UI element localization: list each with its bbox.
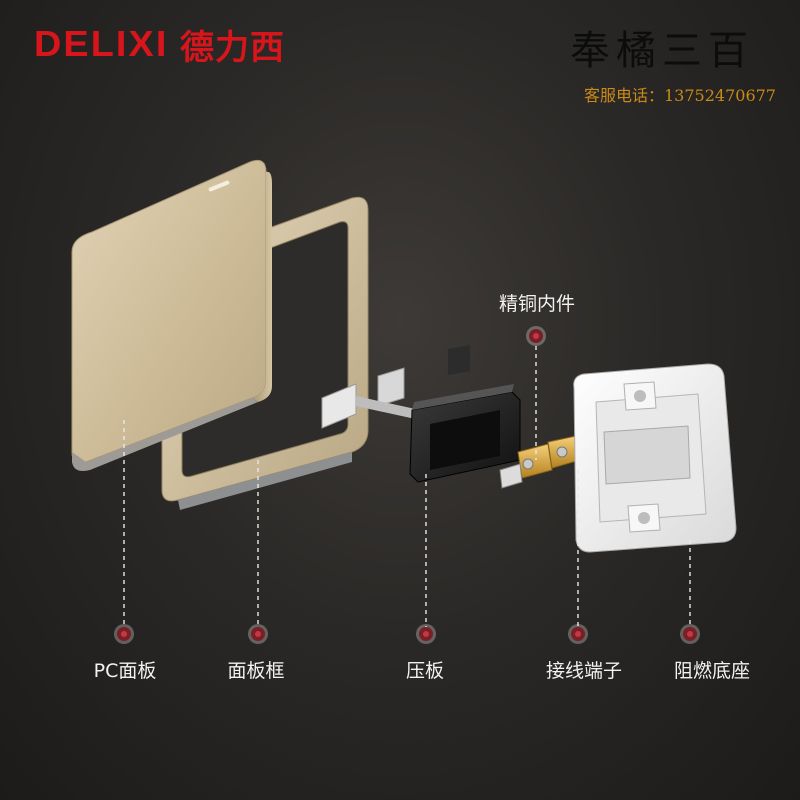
marker-dot-panel-frame xyxy=(251,627,265,641)
label-pc-panel: PC面板 xyxy=(93,660,157,682)
label-base: 阻燃底座 xyxy=(673,660,751,682)
pc-panel xyxy=(71,159,272,471)
flame-retardant-base xyxy=(573,363,737,553)
pressing-plate xyxy=(409,345,521,483)
mounting-clip xyxy=(321,367,420,429)
copper-terminals xyxy=(499,435,581,489)
marker-dot-base xyxy=(683,627,697,641)
service-phone: 客服电话：13752470677 xyxy=(584,86,776,105)
leader-lines xyxy=(123,338,691,632)
marker-dot-terminals xyxy=(571,627,585,641)
brand-logo-latin: DELIXI xyxy=(34,23,169,64)
marker-dot-pressing-plate xyxy=(419,627,433,641)
marker-dot-copper-internals xyxy=(529,329,543,343)
brand-logo: DELIXI 德力西 xyxy=(34,22,286,68)
label-terminals: 接线端子 xyxy=(545,660,623,682)
brand-logo-chinese: 德力西 xyxy=(180,27,286,68)
label-pressing-plate: 压板 xyxy=(405,660,445,682)
label-panel-frame: 面板框 xyxy=(227,660,285,682)
label-copper-internals: 精铜内件 xyxy=(498,293,576,315)
marker-dot-pc-panel xyxy=(117,627,131,641)
shop-name: 奉橘三百 xyxy=(570,28,754,74)
